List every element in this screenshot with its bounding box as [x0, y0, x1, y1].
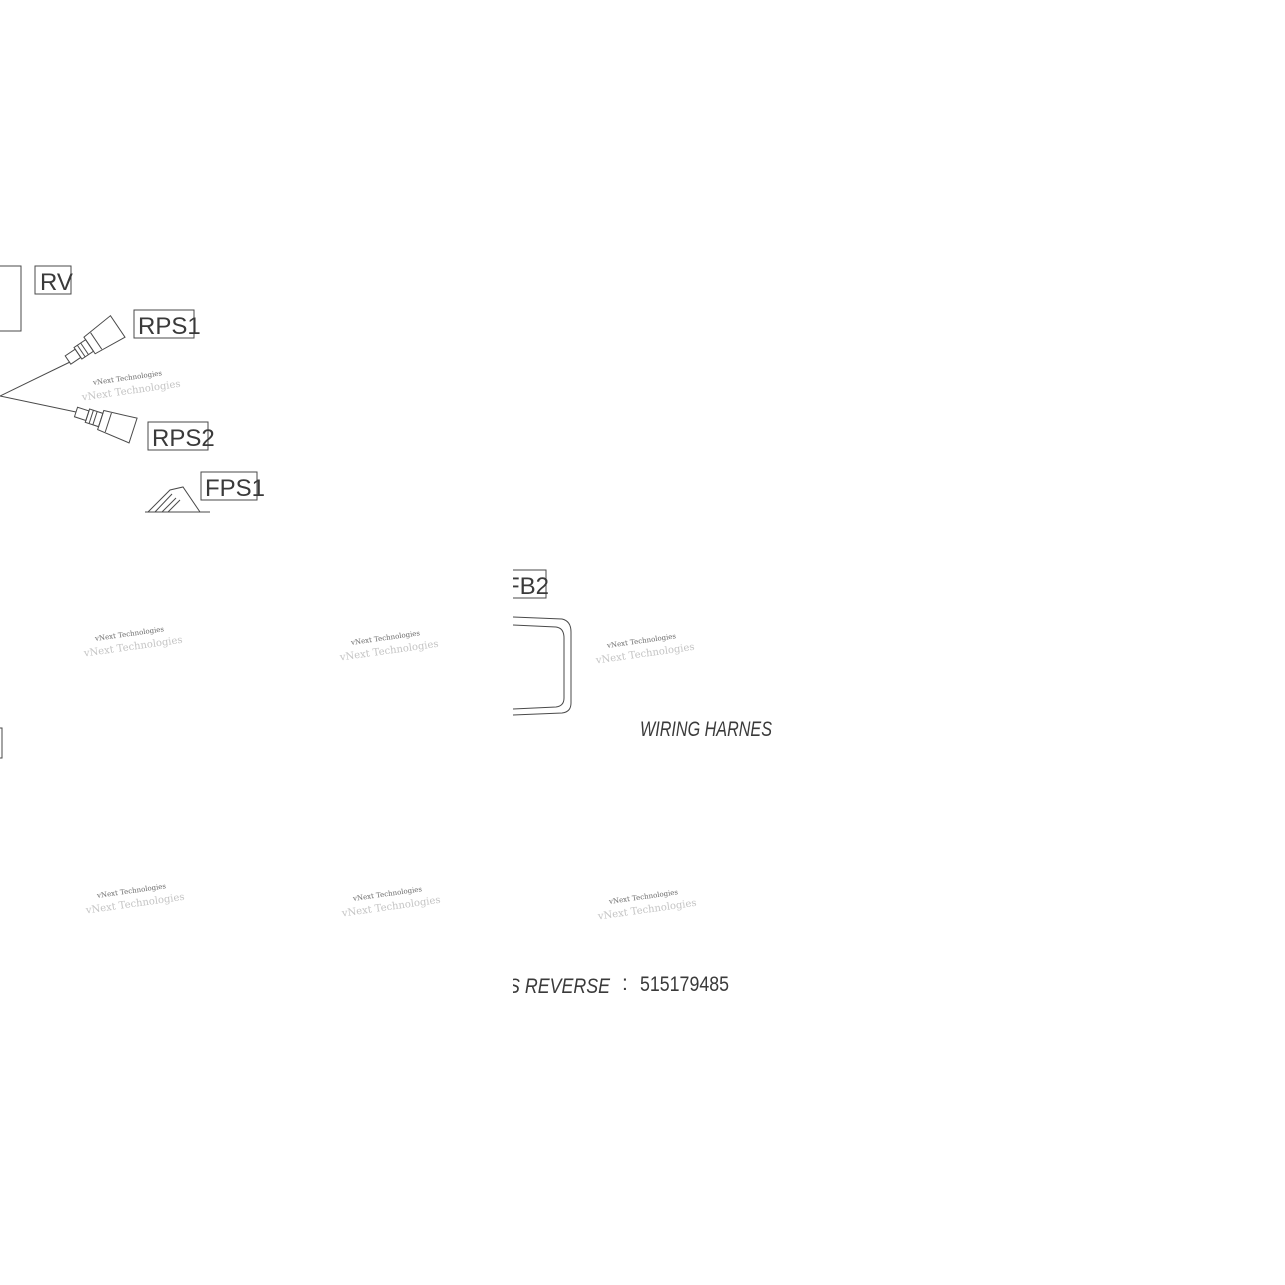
label-fb2: FB2 [490, 566, 549, 602]
rps1-connector [64, 314, 126, 365]
reverse-part-line: S REVERSE : 515179485 [495, 968, 729, 1002]
label-fps1: FPS1 [200, 471, 265, 502]
label-rv: RV [34, 265, 73, 296]
label-rps2-text: RPS2 [152, 425, 215, 452]
label-fps1-text: FPS1 [205, 475, 265, 502]
watermark: vNext Technologies vNext Technologies [82, 625, 183, 659]
wire-to-rps1 [0, 361, 71, 397]
wiring-harness-note: WIRING HARNES [640, 718, 772, 741]
label-rv-text: RV [40, 269, 73, 296]
label-rps1-text: RPS1 [138, 313, 201, 340]
watermark: vNext Technologies vNext Technologies [84, 882, 185, 916]
wire-to-rps2 [0, 395, 77, 413]
watermark: vNext Technologies vNext Technologies [596, 888, 697, 922]
reverse-part-number: 515179485 [640, 973, 729, 996]
rv-component [0, 265, 22, 332]
reverse-separator: : [622, 972, 628, 995]
reverse-label: S REVERSE [508, 975, 611, 998]
label-rps2: RPS2 [147, 421, 215, 452]
watermark: vNext Technologies vNext Technologies [594, 632, 695, 666]
label-rps1: RPS1 [133, 309, 201, 340]
fps1-connector [145, 486, 210, 513]
rps2-connector [73, 406, 138, 444]
watermark: vNext Technologies vNext Technologies [340, 885, 441, 919]
watermark: vNext Technologies vNext Technologies [338, 629, 439, 663]
left-stub-component [0, 727, 3, 759]
watermark: vNext Technologies vNext Technologies [80, 369, 181, 403]
fb2-component [512, 616, 572, 716]
